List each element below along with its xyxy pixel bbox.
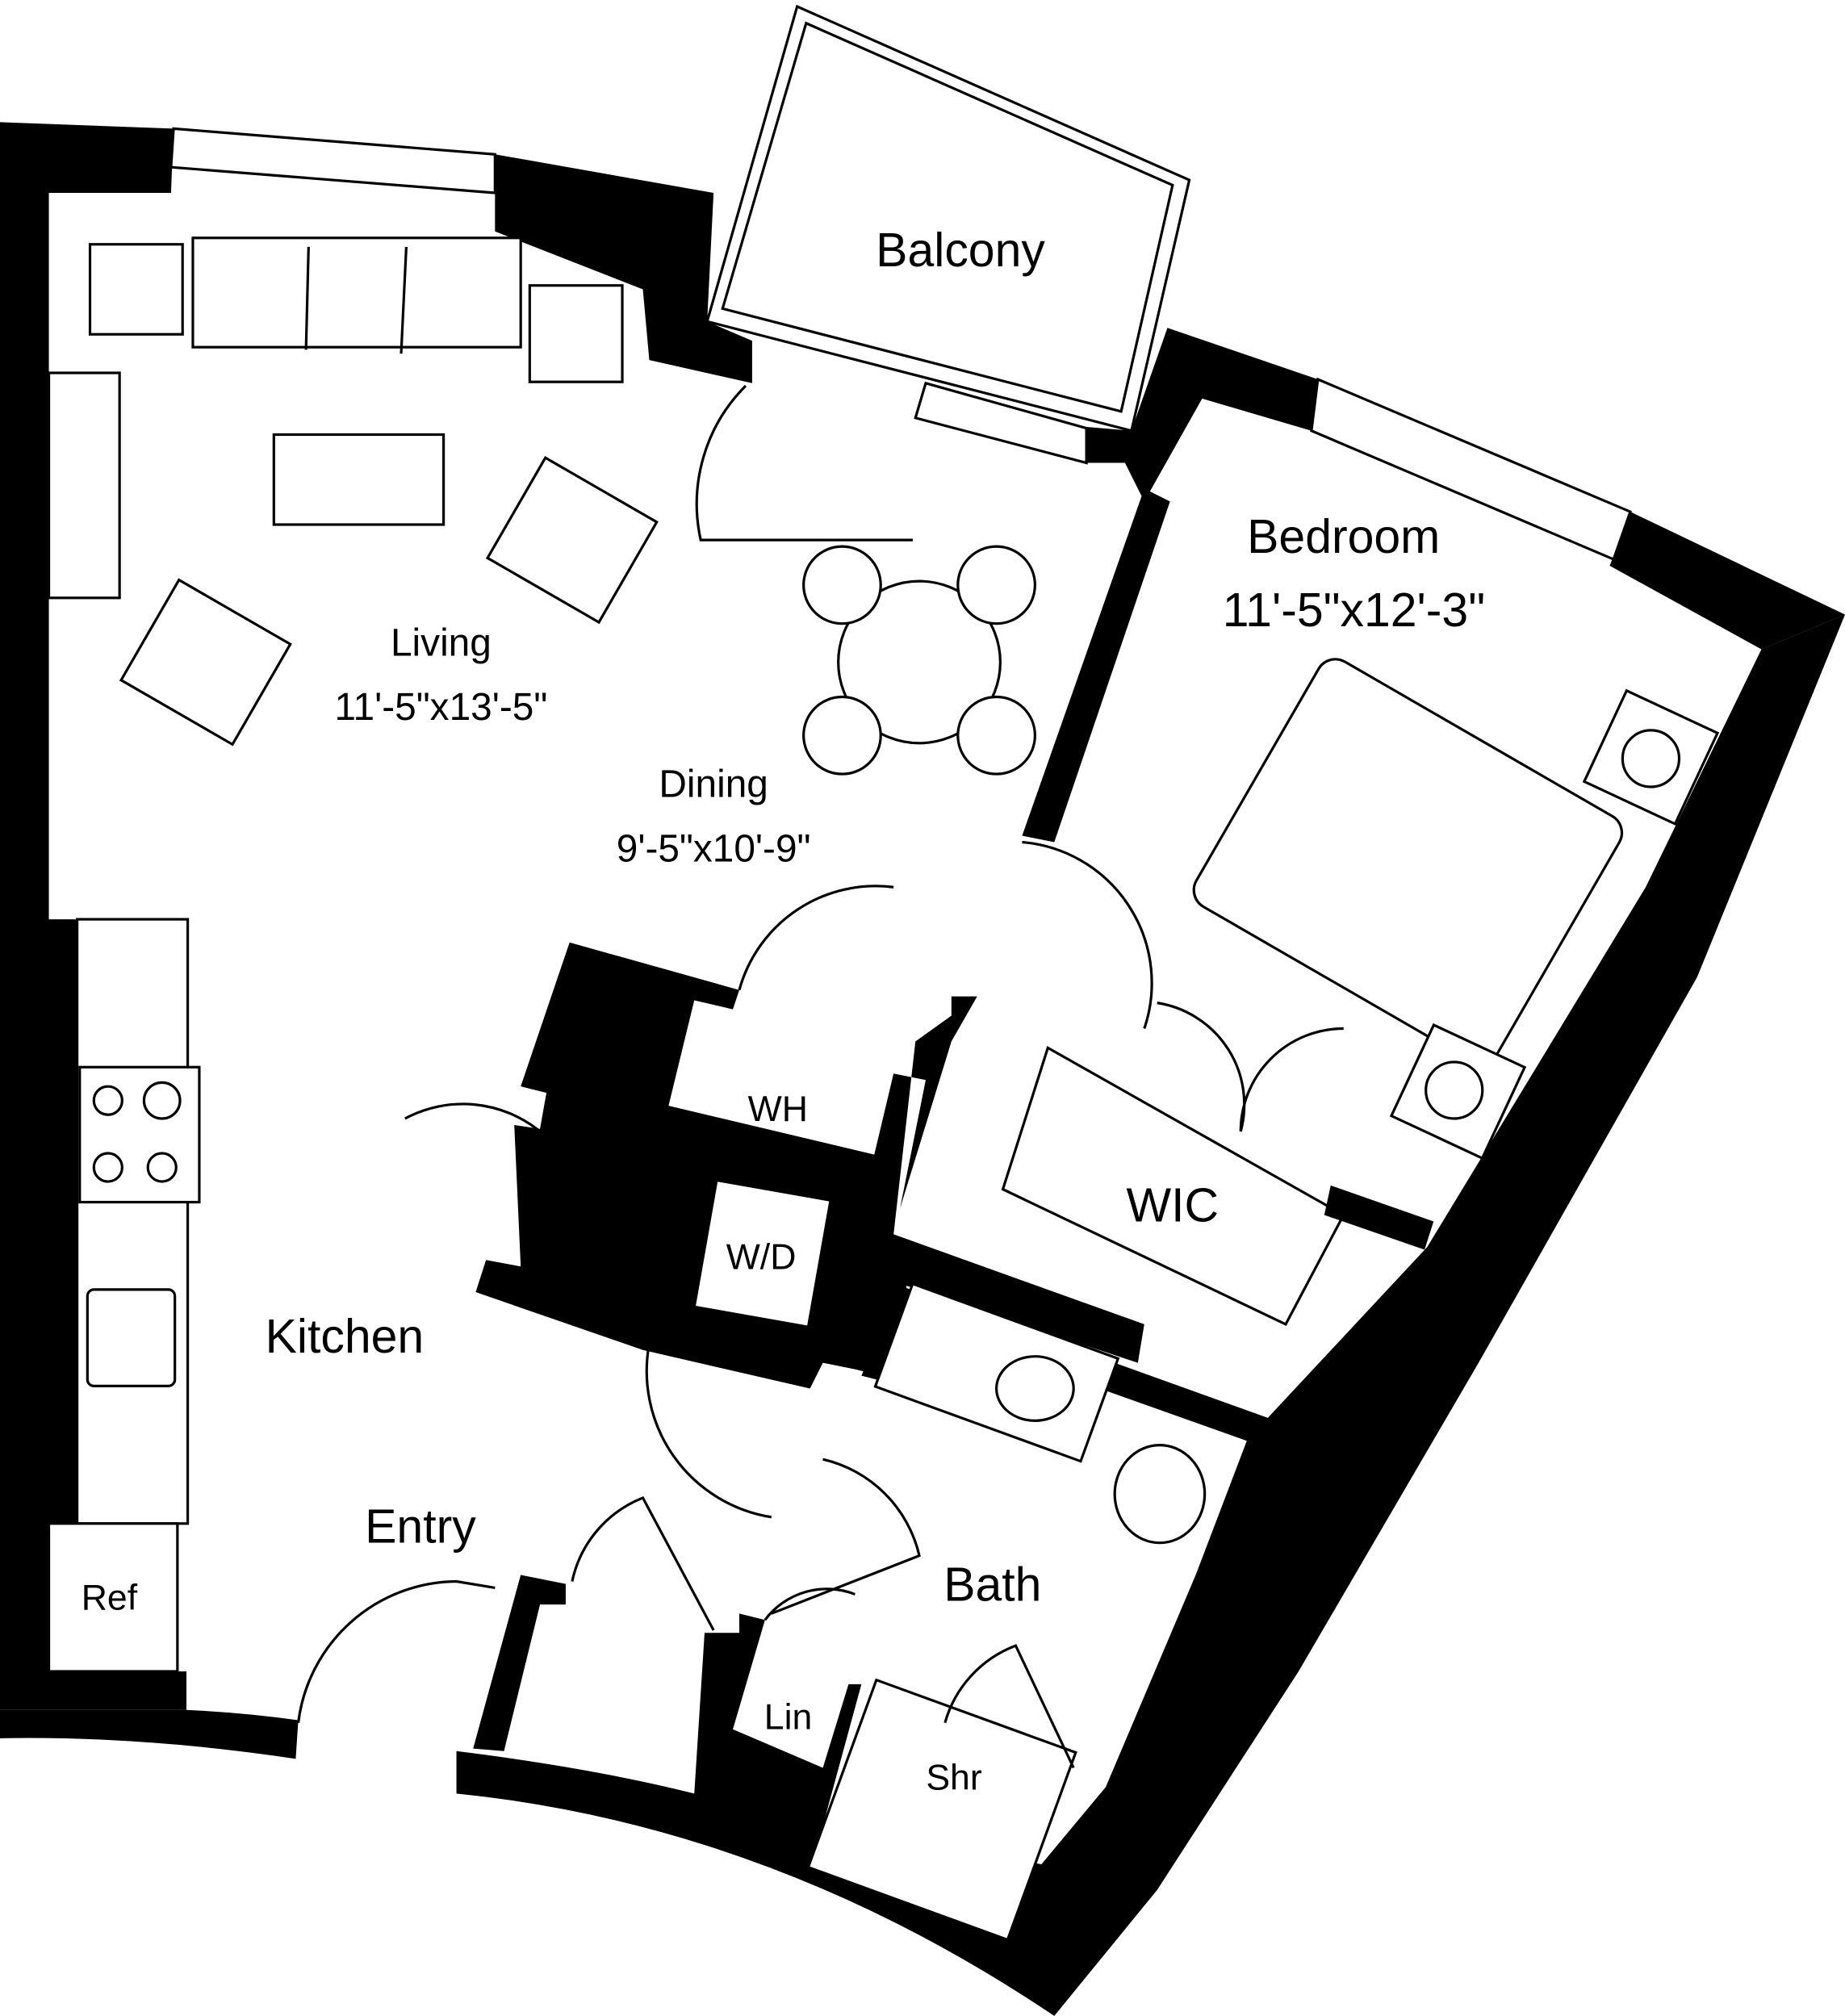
nightstand xyxy=(1582,688,1720,826)
stove xyxy=(78,1065,201,1204)
washer-dryer xyxy=(692,1178,832,1329)
bed xyxy=(1192,658,1624,1065)
label-living-size: 11'-5"x13'-5" xyxy=(335,686,548,729)
label-balcony: Balcony xyxy=(876,224,1045,277)
label-wic: WIC xyxy=(1127,1179,1220,1232)
bedroom-corner-wall xyxy=(1609,512,1845,650)
tv-console xyxy=(47,371,121,600)
label-lin: Lin xyxy=(764,1698,813,1738)
counter xyxy=(75,918,190,1525)
side-table xyxy=(88,243,184,336)
closet-wall xyxy=(473,1575,566,1751)
walls xyxy=(0,122,1845,2016)
toilet xyxy=(1113,1444,1207,1545)
label-ahu: AHU xyxy=(577,1010,617,1085)
coffee-table xyxy=(272,433,446,526)
furniture xyxy=(47,236,1720,1942)
balcony-rail xyxy=(721,21,1174,413)
balcony xyxy=(705,4,1191,433)
armchair xyxy=(485,456,659,625)
bottom-right-wall xyxy=(456,614,1845,2016)
shower xyxy=(806,1678,1077,1942)
dining-chair xyxy=(802,545,882,625)
top-wall xyxy=(495,154,752,383)
core-walls xyxy=(475,942,1144,1389)
wic-bedroom-wall xyxy=(1324,1185,1434,1250)
label-entry: Entry xyxy=(365,1501,476,1554)
label-wh: WH xyxy=(748,1090,808,1129)
label-ref: Ref xyxy=(82,1579,138,1618)
window-bedroom xyxy=(1310,377,1632,562)
label-wd: W/D xyxy=(726,1237,797,1277)
sink xyxy=(86,1288,177,1387)
label-dining-size: 9'-5"x10'-9" xyxy=(617,827,811,870)
left-wall xyxy=(0,122,186,1710)
doors xyxy=(297,384,1344,1769)
sofa xyxy=(191,236,522,349)
label-bath: Bath xyxy=(943,1558,1041,1611)
window-dining xyxy=(914,381,1088,465)
vanity xyxy=(873,1282,1120,1463)
label-bedroom: Bedroom xyxy=(1247,511,1440,563)
bedroom-top-wall xyxy=(1086,328,1318,502)
label-shr: Shr xyxy=(926,1759,982,1798)
label-bedroom-size: 11'-5"x12'-3" xyxy=(1223,584,1485,637)
wic-shelf xyxy=(1001,1046,1345,1326)
dining-chair xyxy=(956,545,1036,625)
bottom-left-wall xyxy=(0,1709,299,1759)
label-dining: Dining xyxy=(659,763,768,806)
nightstand xyxy=(1389,1023,1527,1161)
window-living xyxy=(169,127,496,194)
armchair xyxy=(119,578,292,747)
label-kitchen: Kitchen xyxy=(266,1311,425,1363)
side-table xyxy=(528,284,624,383)
refrigerator xyxy=(47,1522,179,1673)
dining-chair xyxy=(802,695,882,776)
dining-table xyxy=(837,579,1002,745)
windows xyxy=(169,127,1632,562)
dining-chair xyxy=(956,695,1036,776)
bath-sink xyxy=(995,1355,1075,1422)
bedroom-left-wall xyxy=(1022,488,1170,843)
label-living: Living xyxy=(391,622,492,665)
room-labels: Balcony Bedroom 11'-5"x12'-3" Living 11'… xyxy=(82,224,1485,1798)
